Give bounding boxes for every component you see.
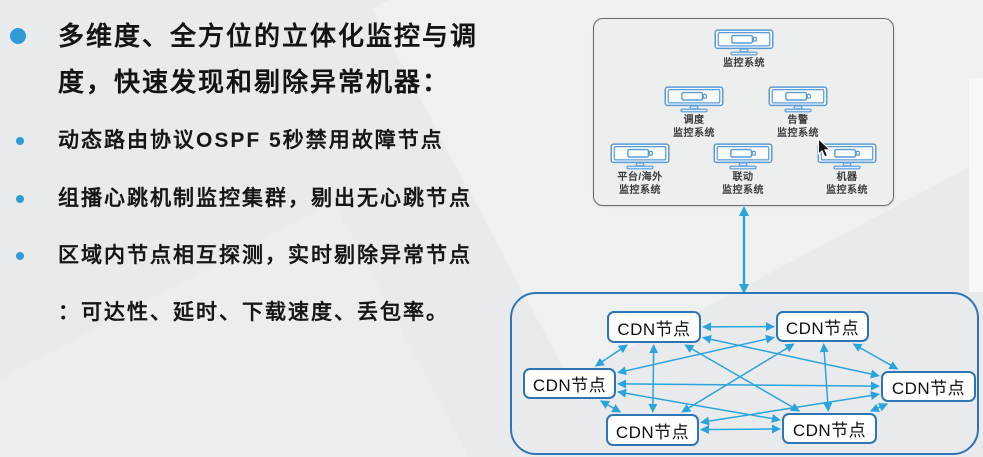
monitor-label: 监控系统	[723, 58, 765, 69]
mesh-edge	[599, 400, 622, 413]
monitor-node: 告警 监控系统	[756, 86, 840, 139]
monitor-icon	[817, 143, 877, 170]
mesh-edge	[700, 424, 781, 435]
monitor-icon	[768, 86, 828, 113]
mesh-edge	[852, 343, 899, 370]
mesh-edge	[681, 343, 795, 413]
cdn-node: CDN节点	[881, 371, 976, 402]
bullet-dot-icon	[16, 252, 24, 260]
background-highlight	[969, 78, 983, 292]
monitor-icon	[714, 29, 774, 56]
monitor-node: 联动 监控系统	[701, 143, 785, 196]
monitor-node: 机器 监控系统	[805, 143, 889, 196]
monitor-label: 联动	[732, 172, 754, 183]
mesh-edge	[684, 344, 801, 412]
monitor-label: 监控系统	[619, 184, 661, 196]
background-sheen	[0, 202, 475, 457]
bullet-dot-icon	[10, 28, 26, 44]
monitor-label: 平台/海外	[617, 172, 663, 183]
monitor-label: 调度	[683, 115, 705, 126]
mesh-edge	[702, 334, 880, 379]
monitor-node: 调度 监控系统	[652, 86, 736, 139]
heading-line: 度，快速发现和剔除异常机器：	[58, 67, 451, 97]
slide-heading: 多维度、全方位的立体化监控与调 度，快速发现和剔除异常机器：	[58, 13, 528, 105]
monitor-icon	[664, 86, 724, 113]
monitor-label: 告警	[787, 115, 809, 126]
bullet-dot-icon	[16, 195, 24, 203]
cdn-node: CDN节点	[776, 311, 869, 342]
monitoring-systems-panel: 监控系统 调度 监控系统 告警	[593, 18, 894, 206]
monitor-label: 监控系统	[826, 184, 868, 196]
monitor-label: 机器	[836, 172, 858, 183]
mesh-edge	[617, 379, 880, 391]
mesh-edge	[869, 403, 889, 412]
bullet-item: 区域内节点相互探测，实时剔除异常节点	[58, 244, 472, 267]
mouse-cursor-icon	[818, 138, 832, 158]
monitor-node: 监控系统	[702, 29, 786, 71]
cdn-mesh-panel: CDN节点 CDN节点 CDN节点 CDN节点 CDN节点 CDN节点	[510, 292, 979, 455]
cdn-node: CDN节点	[523, 368, 616, 399]
bullet-dot-icon	[16, 137, 24, 145]
cdn-node: CDN节点	[607, 311, 701, 343]
mesh-edge	[819, 343, 833, 412]
panel-link-arrow-icon	[739, 206, 749, 294]
bullet-item: 组播心跳机制监控集群，剔出无心跳节点	[58, 187, 472, 210]
monitor-icon	[610, 143, 670, 170]
monitor-label: 监控系统	[722, 184, 764, 196]
bullet-item: ：可达性、延时、下载速度、丢包率。	[58, 301, 449, 324]
monitor-label: 监控系统	[673, 127, 715, 139]
mesh-edge	[594, 344, 628, 367]
bullet-item: 动态路由协议OSPF 5秒禁用故障节点	[58, 129, 444, 152]
cdn-node: CDN节点	[606, 414, 699, 446]
cdn-node: CDN节点	[782, 413, 877, 444]
monitor-label: 监控系统	[777, 127, 819, 139]
heading-line: 多维度、全方位的立体化监控与调	[58, 21, 479, 51]
mesh-edge	[648, 344, 659, 413]
monitor-icon	[713, 143, 773, 170]
monitor-node: 平台/海外 监控系统	[598, 143, 682, 196]
